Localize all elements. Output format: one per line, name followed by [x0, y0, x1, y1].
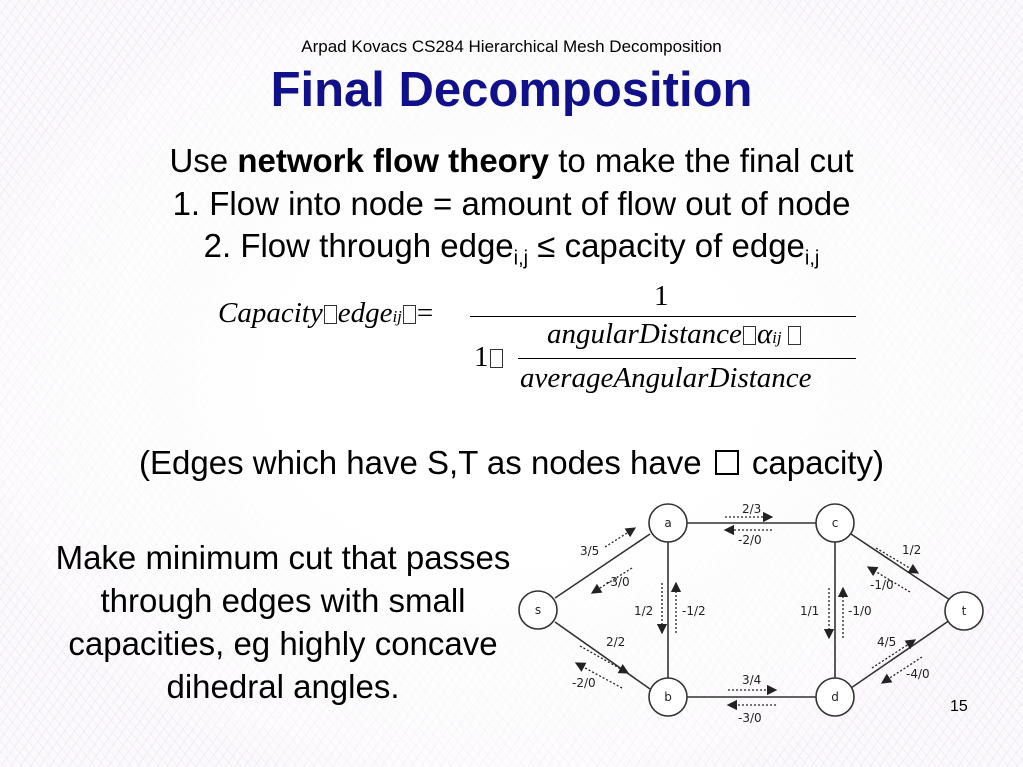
arrow-t-c-back: [866, 566, 911, 593]
flow-conservation-line: 1. Flow into node = amount of flow out o…: [172, 185, 851, 222]
edges-capacity-note: (Edges which have S,T as nodes have capa…: [139, 444, 884, 481]
infinity-placeholder-box: [714, 450, 739, 475]
node-s-label: s: [535, 603, 541, 617]
arrow-d-t-forward: [871, 639, 917, 669]
label-sb-top: 2/2: [606, 635, 625, 649]
min-cut-description: Make minimum cut that passes through edg…: [55, 539, 511, 705]
node-b: [648, 677, 688, 717]
node-d: [815, 677, 855, 717]
node-a: [648, 503, 688, 543]
edge-s-b: [554, 621, 651, 690]
node-c: [815, 503, 855, 543]
node-a-label: a: [664, 516, 671, 530]
node-c-label: c: [832, 516, 839, 530]
label-sb-bottom: -2/0: [572, 676, 596, 690]
node-t: [944, 591, 984, 631]
flow-network-graph: s a b c d t 2/3 -2/0 3/5 -3/0 1/2 -1/2 2…: [518, 502, 984, 725]
arrow-s-b-forward: [579, 645, 630, 674]
label-sa-bottom: -3/0: [606, 575, 630, 589]
label-cd-left: 1/1: [800, 604, 819, 618]
edge-d-t: [850, 619, 951, 689]
label-dt-bottom: -4/0: [906, 667, 930, 681]
label-ac-bottom: -2/0: [738, 533, 762, 547]
arrow-s-a-forward: [604, 527, 637, 548]
label-bd-bottom: -3/0: [738, 711, 762, 725]
label-ct-bottom: -1/0: [870, 578, 894, 592]
label-ct-top: 1/2: [902, 543, 921, 557]
label-dt-top: 4/5: [877, 635, 896, 649]
label-ab-right: -1/2: [682, 604, 706, 618]
label-bd-top: 3/4: [742, 673, 761, 687]
slide-title: Final Decomposition: [270, 63, 753, 117]
capacity-constraint-line: 2. Flow through edgei,j ≤ capacity of ed…: [203, 227, 820, 270]
slide-subtitle: Arpad Kovacs CS284 Hierarchical Mesh Dec…: [301, 37, 722, 56]
label-sa-top: 3/5: [580, 544, 599, 558]
node-b-label: b: [664, 690, 672, 704]
arrow-b-s-back: [574, 662, 623, 689]
node-t-label: t: [962, 604, 967, 618]
edge-s-a: [554, 533, 651, 599]
label-cd-right: -1/0: [848, 604, 872, 618]
arrow-c-t-forward: [875, 547, 920, 574]
network-flow-line: Use network flow theory to make the fina…: [169, 142, 854, 179]
node-s: [518, 590, 558, 630]
node-d-label: d: [831, 690, 839, 704]
label-ab-left: 1/2: [634, 604, 653, 618]
label-ac-top: 2/3: [742, 502, 761, 516]
edge-c-t: [850, 533, 951, 601]
page-number: 15: [950, 698, 968, 715]
